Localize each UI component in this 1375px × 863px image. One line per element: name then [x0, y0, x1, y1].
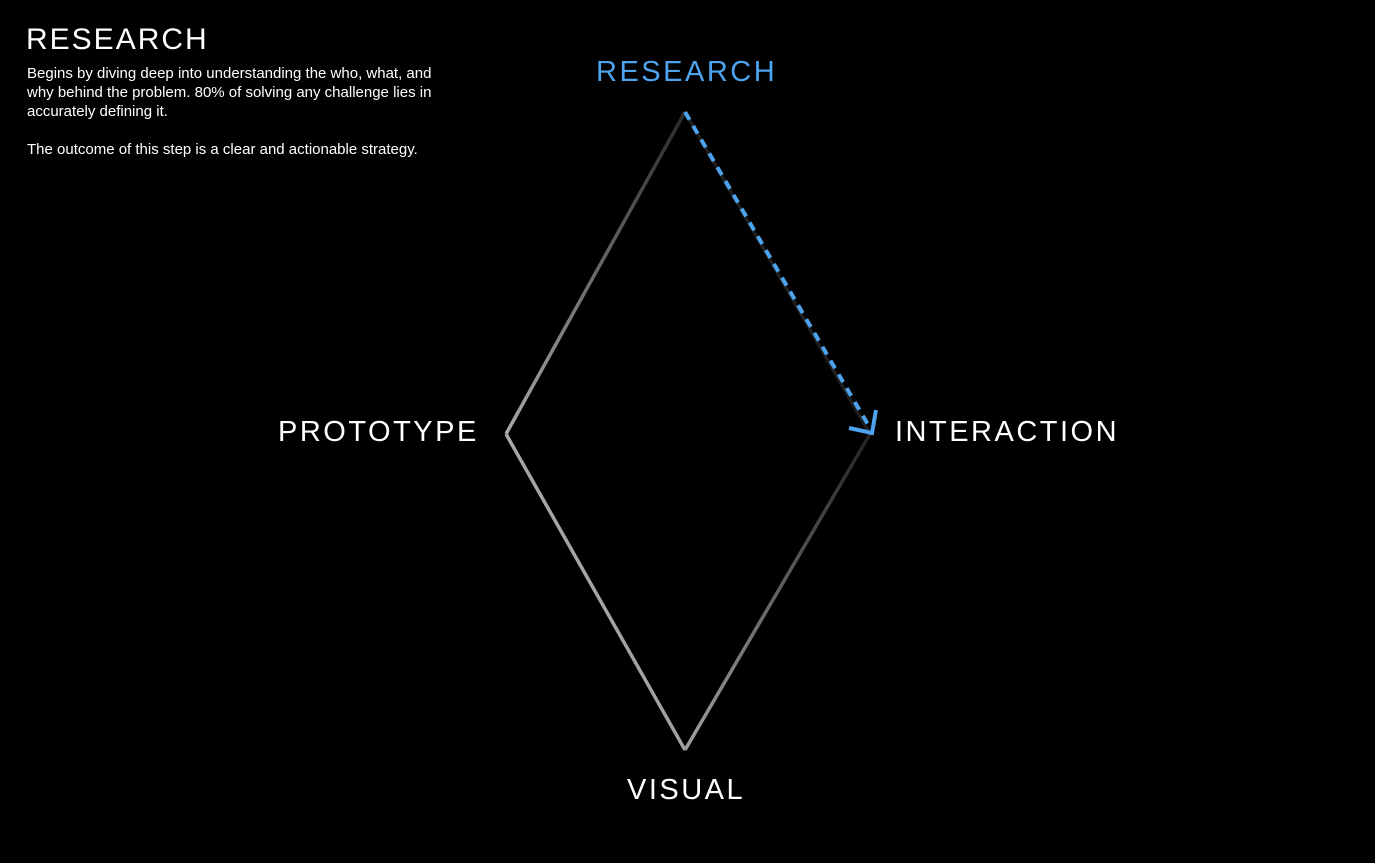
- node-label-visual[interactable]: VISUAL: [627, 774, 746, 806]
- node-label-prototype[interactable]: PROTOTYPE: [278, 416, 479, 448]
- info-paragraph-2: The outcome of this step is a clear and …: [27, 141, 418, 158]
- edge-interaction-research: [683, 111, 872, 435]
- arrowhead-icon: [848, 409, 878, 436]
- info-panel: RESEARCH Begins by diving deep into unde…: [26, 22, 456, 178]
- edge-research-prototype: [504, 111, 687, 435]
- active-path-arrow: [683, 110, 872, 430]
- edge-visual-interaction: [683, 433, 872, 751]
- info-title: RESEARCH: [26, 23, 209, 56]
- node-label-interaction[interactable]: INTERACTION: [895, 416, 1120, 448]
- info-paragraph-1: Begins by diving deep into understanding…: [27, 65, 432, 120]
- edge-prototype-visual: [504, 433, 687, 751]
- node-label-research[interactable]: RESEARCH: [596, 56, 778, 88]
